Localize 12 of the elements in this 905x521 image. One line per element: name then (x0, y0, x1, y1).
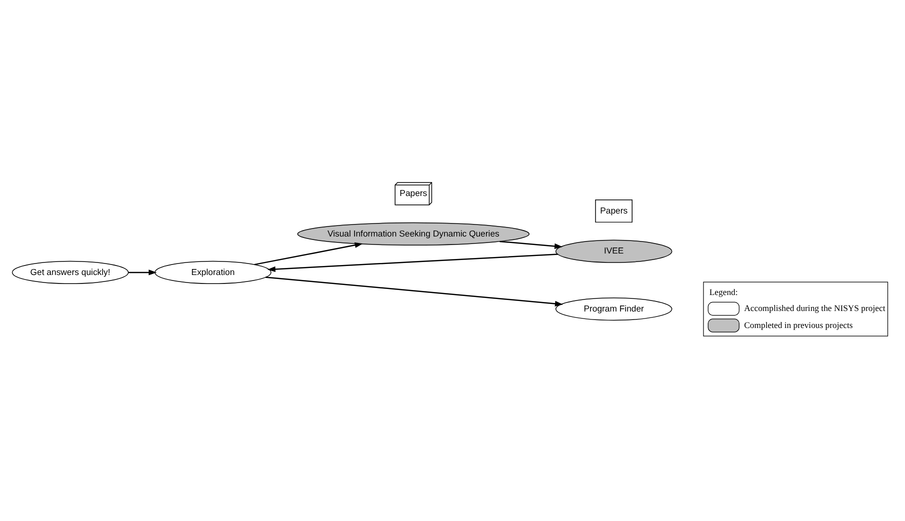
arrow (500, 240, 563, 250)
legend-label: Completed in previous projects (744, 320, 853, 330)
node-ellipse: Get answers quickly! (12, 260, 129, 284)
arrow (267, 254, 558, 272)
legend-label: Accomplished during the NISYS project (744, 303, 886, 314)
label: Legend: (709, 286, 738, 297)
node-ellipse: Visual Information Seeking Dynamic Queries (297, 222, 530, 246)
node-ellipse: Exploration (154, 260, 272, 284)
node-box: Papers (595, 199, 632, 223)
arrow (254, 242, 363, 266)
arrow (128, 270, 157, 276)
arrow (266, 276, 564, 307)
